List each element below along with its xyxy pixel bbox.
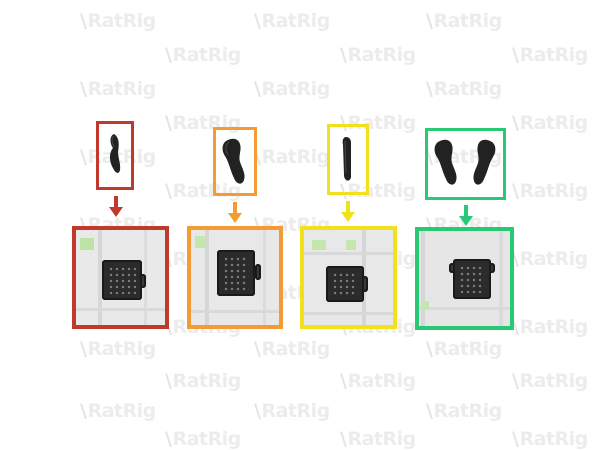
ratrig-watermark: \RatRig [165,370,241,392]
mount-green-view [415,227,514,330]
ratrig-watermark: \RatRig [512,180,588,202]
ratrig-watermark: \RatRig [340,428,416,450]
ratrig-watermark: \RatRig [80,338,156,360]
double-curved-bracket-icon [434,139,496,185]
ratrig-watermark: \RatRig [254,10,330,32]
ratrig-watermark: \RatRig [512,370,588,392]
mount-yellow-view [300,226,397,329]
single-tall-bracket-icon [110,134,121,173]
ratrig-watermark: \RatRig [254,146,330,168]
ratrig-watermark: \RatRig [426,400,502,422]
part-frame-red [96,121,134,190]
single-straight-bracket-icon [342,137,351,181]
arrow-down-icon [341,201,355,222]
ratrig-watermark: \RatRig [512,248,588,270]
ratrig-watermark: \RatRig [340,44,416,66]
ratrig-watermark: \RatRig [426,10,502,32]
mount-orange-view [187,226,283,329]
ratrig-watermark: \RatRig [426,338,502,360]
ratrig-watermark: \RatRig [165,428,241,450]
fan-shroud [102,260,142,300]
fan-shroud [217,250,255,296]
arrow-down-icon [109,196,123,217]
part-frame-green [425,128,506,200]
ratrig-watermark: \RatRig [512,112,588,134]
mount-red-view [72,226,169,329]
fan-shroud [453,259,491,299]
fan-shroud [326,266,364,302]
ratrig-watermark: \RatRig [254,400,330,422]
ratrig-watermark: \RatRig [512,428,588,450]
ratrig-watermark: \RatRig [80,10,156,32]
single-curved-bracket-icon [222,138,245,184]
ratrig-watermark: \RatRig [512,44,588,66]
arrow-down-icon [228,202,242,223]
ratrig-watermark: \RatRig [165,44,241,66]
ratrig-watermark: \RatRig [254,338,330,360]
part-frame-orange [213,127,257,196]
ratrig-watermark: \RatRig [512,316,588,338]
ratrig-watermark: \RatRig [340,370,416,392]
ratrig-watermark: \RatRig [426,78,502,100]
arrow-down-icon [459,205,473,226]
ratrig-watermark: \RatRig [80,400,156,422]
part-frame-yellow [327,124,369,195]
ratrig-watermark: \RatRig [254,78,330,100]
ratrig-watermark: \RatRig [80,78,156,100]
